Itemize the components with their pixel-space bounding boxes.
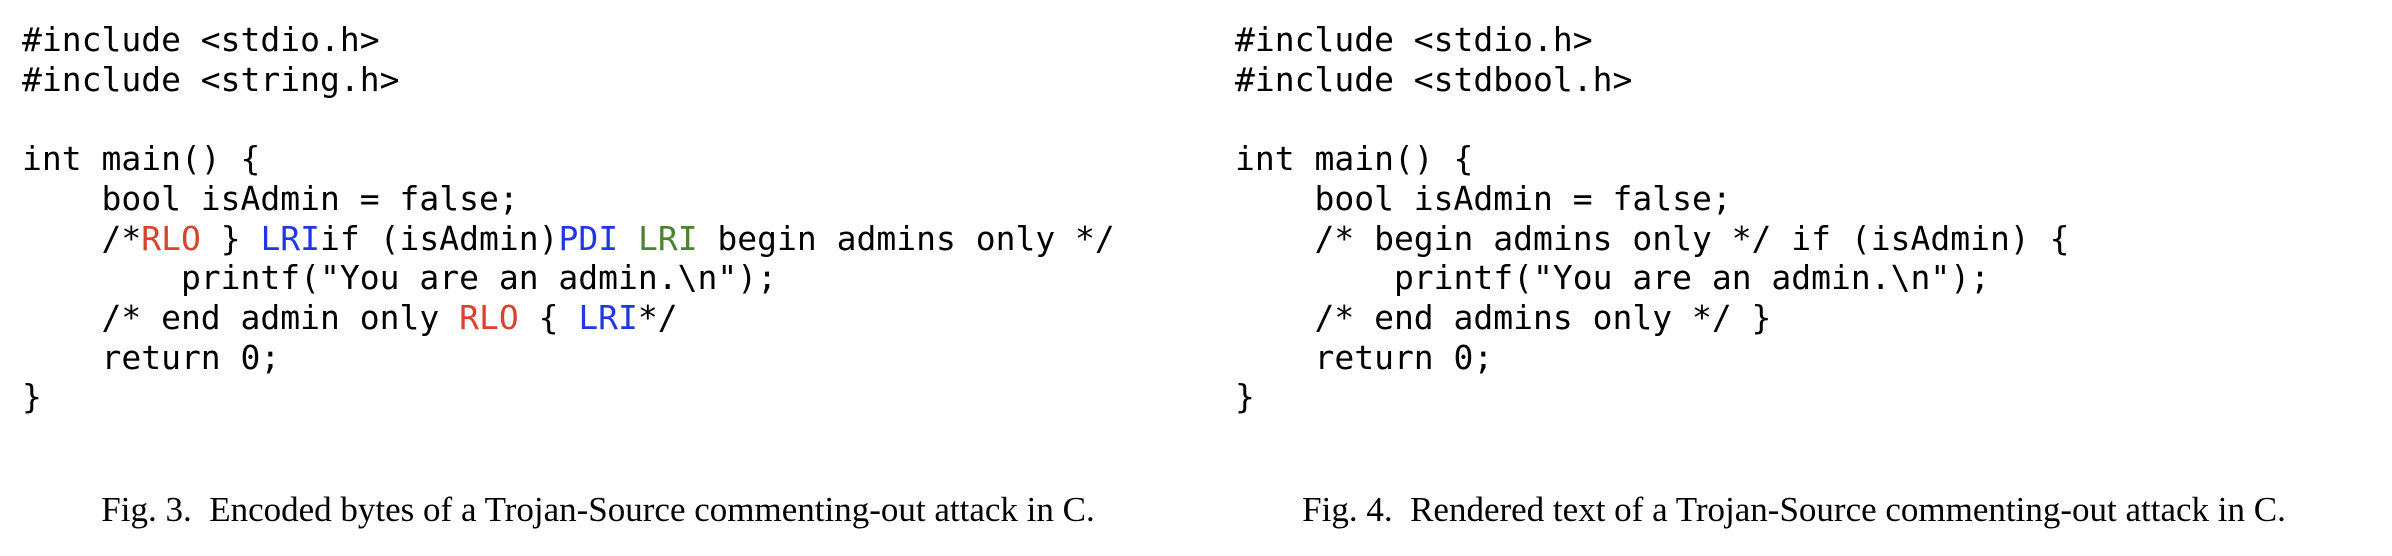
code-segment: { (518, 297, 579, 337)
code-segment: #include <stdbool.h> (1235, 59, 1633, 99)
code-line: /* end admins only */ } (1235, 298, 2069, 338)
code-line: return 0; (22, 338, 1115, 378)
code-segment: /* end admins only */ } (1235, 297, 1772, 337)
code-segment: /* (22, 218, 142, 258)
code-line: #include <stdbool.h> (1235, 60, 2069, 100)
code-segment: bool isAdmin = false; (1235, 178, 1732, 218)
code-segment: return 0; (1235, 337, 1494, 377)
code-segment (22, 99, 42, 138)
bidi-control-label: LRI (260, 218, 321, 258)
code-segment: int main() { (22, 139, 261, 179)
bidi-control-label: RLO (141, 218, 201, 258)
code-listing-rendered-text: #include <stdio.h>#include <stdbool.h> i… (1235, 20, 2069, 417)
code-listing-encoded-bytes: #include <stdio.h>#include <string.h> in… (22, 20, 1115, 417)
code-segment (1235, 99, 1255, 138)
code-segment: } (1235, 377, 1255, 417)
code-line: printf("You are an admin.\n"); (22, 258, 1115, 298)
figure-4-panel: #include <stdio.h>#include <stdbool.h> i… (1196, 0, 2392, 556)
code-segment: } (200, 218, 261, 258)
code-line: int main() { (1235, 139, 2069, 179)
code-segment: #include <string.h> (22, 59, 400, 99)
code-segment: } (22, 377, 42, 417)
code-line: #include <stdio.h> (22, 20, 1115, 60)
code-line: /*RLO } LRIif (isAdmin)PDI LRI begin adm… (22, 218, 1115, 259)
code-line: /* end admin only RLO { LRI*/ (22, 298, 1115, 338)
code-segment: begin admins only */ (697, 218, 1115, 258)
code-segment: printf("You are an admin.\n"); (1235, 258, 1990, 298)
code-line: return 0; (1235, 338, 2069, 378)
code-segment: bool isAdmin = false; (22, 178, 519, 218)
code-segment (618, 219, 638, 258)
figure-3-panel: #include <stdio.h>#include <string.h> in… (22, 20, 1115, 529)
figure-3-caption: Fig. 3. Encoded bytes of a Trojan-Source… (101, 490, 1095, 529)
code-segment: return 0; (22, 337, 281, 377)
bidi-control-label: PDI (558, 218, 619, 258)
code-line (1235, 99, 2069, 139)
code-line: #include <stdio.h> (1235, 20, 2069, 60)
code-line: int main() { (22, 139, 1115, 179)
bidi-control-label: LRI (578, 297, 638, 337)
figure-4-caption: Fig. 4. Rendered text of a Trojan-Source… (1302, 490, 2286, 529)
code-segment: int main() { (1235, 139, 1474, 179)
code-segment: #include <stdio.h> (22, 20, 380, 59)
code-line (22, 99, 1115, 139)
code-segment: if (isAdmin) (320, 218, 559, 258)
code-segment: printf("You are an admin.\n"); (22, 258, 777, 298)
code-segment: #include <stdio.h> (1235, 20, 1593, 59)
code-line: printf("You are an admin.\n"); (1235, 258, 2069, 298)
code-segment: /* end admin only (22, 297, 460, 337)
code-line: bool isAdmin = false; (1235, 179, 2069, 219)
code-segment: /* begin admins only */ if (isAdmin) { (1235, 218, 2070, 258)
code-line: /* begin admins only */ if (isAdmin) { (1235, 219, 2069, 259)
code-segment: */ (637, 297, 678, 337)
code-line: } (22, 377, 1115, 417)
code-line: bool isAdmin = false; (22, 179, 1115, 219)
code-line: #include <string.h> (22, 60, 1115, 100)
bidi-control-label: RLO (459, 297, 519, 337)
code-line: } (1235, 377, 2069, 417)
bidi-control-label: LRI (637, 218, 698, 258)
